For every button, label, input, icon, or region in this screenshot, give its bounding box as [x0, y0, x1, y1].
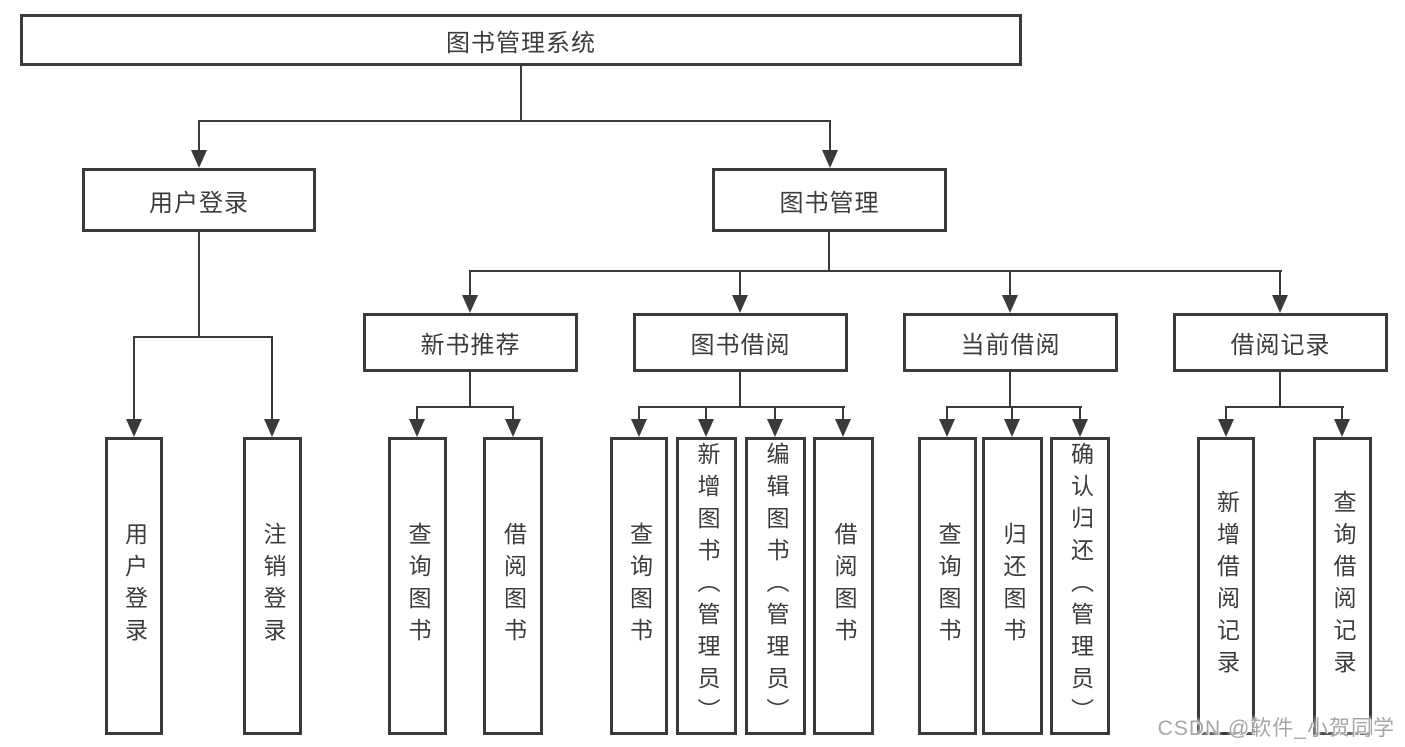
arrow-down-icon: [505, 419, 521, 437]
arrow-down-icon: [126, 419, 142, 437]
node-new-book-recommend-label: 新书推荐: [420, 332, 521, 359]
leaf-query-books-current: 查询图书: [918, 437, 977, 735]
node-borrow-records-label: 借阅记录: [1230, 332, 1331, 359]
leaf-label: 确认归还（管理员）: [1067, 442, 1094, 730]
connector-borrow-records-trunk: [1279, 372, 1281, 408]
connector-to-current-borrow: [1009, 270, 1011, 297]
leaf-edit-books-admin: 编辑图书（管理员）: [745, 437, 806, 735]
leaf-label: 查询借阅记录: [1330, 490, 1356, 682]
node-user-login-label: 用户登录: [149, 189, 249, 217]
connector-level2-horizontal: [198, 120, 831, 122]
arrow-down-icon: [264, 419, 280, 437]
connector-to-leaf-logout: [271, 336, 273, 421]
connector-to-book-borrow: [739, 270, 741, 297]
leaf-label: 借阅图书: [831, 522, 857, 650]
leaf-label: 查询图书: [935, 522, 961, 650]
arrow-down-icon: [1002, 295, 1018, 313]
arrow-down-icon: [835, 419, 851, 437]
leaf-add-borrow-record: 新增借阅记录: [1197, 437, 1255, 735]
connector-to-leaf-user-login: [133, 336, 135, 421]
connector-leaf: [842, 406, 844, 421]
leaf-label: 归还图书: [1000, 522, 1026, 650]
node-book-borrow-label: 图书借阅: [690, 332, 791, 359]
arrow-down-icon: [191, 150, 207, 168]
connector-leaf: [774, 406, 776, 421]
arrow-down-icon: [939, 419, 955, 437]
node-new-book-recommend: 新书推荐: [363, 313, 578, 372]
arrow-down-icon: [1004, 419, 1020, 437]
connector-leaf: [416, 406, 418, 421]
node-current-borrow: 当前借阅: [903, 313, 1118, 372]
connector-book-borrow-trunk: [739, 372, 741, 408]
leaf-borrow-books: 借阅图书: [813, 437, 874, 735]
leaf-query-books-borrow: 查询图书: [610, 437, 668, 735]
connector-new-book-horizontal: [416, 406, 514, 408]
connector-leaf: [1341, 406, 1343, 421]
connector-user-login-trunk: [198, 232, 200, 338]
leaf-label: 编辑图书（管理员）: [763, 442, 789, 730]
connector-root-trunk: [520, 66, 522, 122]
node-user-login: 用户登录: [82, 168, 316, 232]
node-root-label: 图书管理系统: [446, 29, 596, 57]
arrow-down-icon: [732, 295, 748, 313]
leaf-confirm-return-admin: 确认归还（管理员）: [1050, 437, 1110, 735]
arrow-down-icon: [1218, 419, 1234, 437]
arrow-down-icon: [1334, 419, 1350, 437]
arrow-down-icon: [1272, 295, 1288, 313]
connector-leaf: [1079, 406, 1081, 421]
connector-book-management-trunk: [828, 232, 830, 272]
connector-book-borrow-horizontal: [638, 406, 845, 408]
arrow-down-icon: [767, 419, 783, 437]
connector-level3-horizontal: [469, 270, 1282, 272]
arrow-down-icon: [462, 295, 478, 313]
leaf-query-books-recommend: 查询图书: [388, 437, 447, 735]
node-borrow-records: 借阅记录: [1173, 313, 1388, 372]
leaf-label: 查询图书: [405, 522, 431, 650]
leaf-label: 新增借阅记录: [1213, 490, 1240, 682]
node-book-management-label: 图书管理: [779, 189, 880, 217]
leaf-logout: 注销登录: [243, 437, 302, 735]
connector-leaf: [1225, 406, 1227, 421]
node-current-borrow-label: 当前借阅: [960, 332, 1061, 359]
node-book-management: 图书管理: [712, 168, 947, 232]
leaf-label: 借阅图书: [500, 522, 527, 650]
connector-current-borrow-horizontal: [946, 406, 1082, 408]
connector-leaf: [512, 406, 514, 421]
leaf-user-login: 用户登录: [105, 437, 163, 735]
connector-leaf: [1011, 406, 1013, 421]
connector-to-new-book: [469, 270, 471, 297]
arrow-down-icon: [822, 150, 838, 168]
node-book-borrow: 图书借阅: [633, 313, 848, 372]
connector-user-login-horizontal: [133, 336, 273, 338]
connector-current-borrow-trunk: [1009, 372, 1011, 408]
node-root: 图书管理系统: [20, 14, 1022, 66]
leaf-label: 查询图书: [626, 522, 653, 650]
connector-leaf: [705, 406, 707, 421]
connector-borrow-records-horizontal: [1225, 406, 1344, 408]
csdn-watermark: CSDN @软件_小贺同学: [1157, 717, 1395, 740]
leaf-borrow-books-recommend: 借阅图书: [483, 437, 543, 735]
arrow-down-icon: [631, 419, 647, 437]
leaf-label: 用户登录: [121, 522, 148, 650]
leaf-label: 新增图书（管理员）: [694, 442, 720, 730]
connector-to-book-management: [829, 120, 831, 154]
connector-new-book-trunk: [469, 372, 471, 408]
arrow-down-icon: [409, 419, 425, 437]
leaf-return-books: 归还图书: [982, 437, 1043, 735]
connector-leaf: [638, 406, 640, 421]
connector-to-user-login: [198, 120, 200, 154]
leaf-query-borrow-record: 查询借阅记录: [1313, 437, 1372, 735]
arrow-down-icon: [698, 419, 714, 437]
leaf-label: 注销登录: [260, 522, 286, 650]
connector-leaf: [946, 406, 948, 421]
leaf-add-books-admin: 新增图书（管理员）: [676, 437, 737, 735]
connector-to-borrow-records: [1279, 270, 1281, 297]
arrow-down-icon: [1072, 419, 1088, 437]
